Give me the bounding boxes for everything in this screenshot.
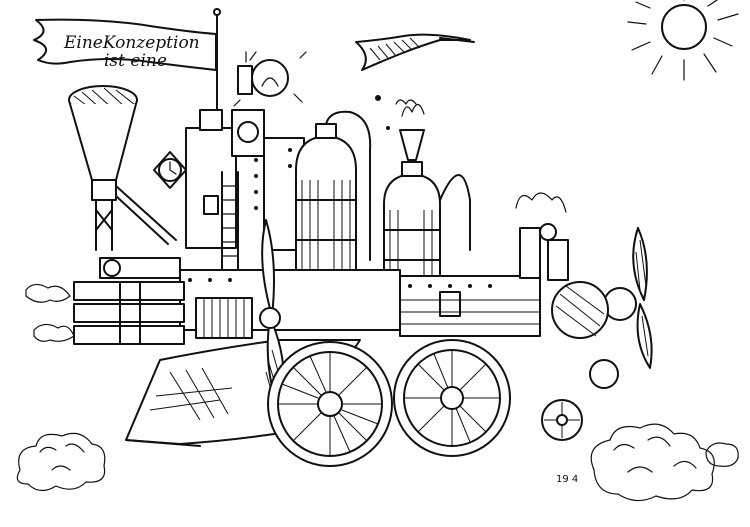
left-tank: [295, 110, 372, 281]
wheel-small: [541, 359, 619, 441]
cloud-small-right: [705, 442, 739, 467]
light-bulb-icon: [233, 51, 307, 107]
scribble-mark: 19 4: [556, 474, 578, 485]
sun: [627, 0, 739, 81]
funnel-horn: [68, 85, 177, 251]
exhaust-pipes: [25, 257, 185, 345]
gear-cylinder: [195, 297, 253, 339]
banner-text-line2: ist eine: [104, 51, 167, 71]
right-tank: [383, 103, 471, 291]
propeller-right: [551, 227, 653, 369]
clock-icon: [153, 151, 187, 189]
wheel-large-right: [393, 339, 511, 457]
bird: [355, 33, 475, 71]
banner-text-line1: EineKonzeption: [63, 33, 200, 53]
wheel-large-left: [267, 341, 393, 467]
cloud-bottom-left: [16, 432, 106, 492]
cloud-bottom-right: [590, 423, 715, 502]
control-tower: [185, 109, 305, 291]
banner-flag: EineKonzeption ist eine: [33, 8, 221, 131]
smoke-puffs: [375, 95, 417, 130]
